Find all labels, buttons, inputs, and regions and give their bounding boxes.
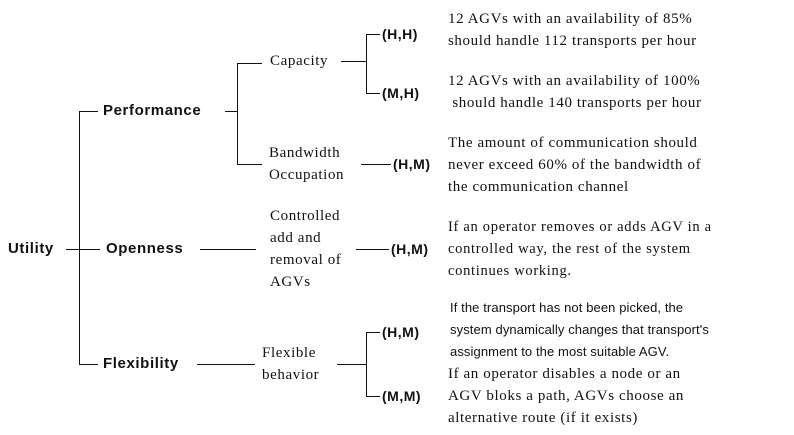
connector-line [341, 61, 366, 62]
refinement-line: removal of [270, 252, 342, 268]
scenario-line: should handle 112 transports per hour [448, 33, 697, 49]
connector-line [79, 364, 98, 365]
refinement-line: Controlled [270, 208, 341, 224]
scenario-line: alternative route (if it exists) [448, 410, 638, 426]
connector-line [200, 249, 256, 250]
root-node: Utility [8, 240, 54, 257]
scenario-text: If the transport has not been picked, th… [450, 297, 709, 363]
refinement-line: Bandwidth [269, 145, 341, 161]
priority-label: (H,H) [382, 26, 418, 42]
scenario-line: 12 AGVs with an availability of 85% [448, 11, 693, 27]
refinement-line: Occupation [269, 167, 345, 183]
connector-line [197, 364, 255, 365]
priority-label: (H,M) [393, 156, 431, 172]
refinement-line: behavior [262, 367, 320, 383]
connector-line [225, 111, 237, 112]
scenario-line: never exceed 60% of the bandwidth of [448, 157, 702, 173]
connector-line [366, 34, 367, 93]
scenario-line: The amount of communication should [448, 135, 698, 151]
priority-label: (H,M) [391, 241, 429, 257]
connector-line [361, 164, 391, 165]
connector-line [79, 111, 98, 112]
scenario-line: controlled way, the rest of the system [448, 241, 691, 257]
attribute-performance: Performance [103, 102, 202, 119]
refinement-capacity: Capacity [270, 53, 329, 69]
refinement-bandwidth: Bandwidth Occupation [269, 142, 344, 186]
connector-line [366, 332, 380, 333]
scenario-text: 12 AGVs with an availability of 85% shou… [448, 8, 697, 52]
connector-line [79, 249, 100, 250]
scenario-text: The amount of communication should never… [448, 132, 701, 198]
connector-line [237, 63, 262, 64]
priority-label: (H,M) [382, 324, 420, 340]
refinement-line: add and [270, 230, 322, 246]
scenario-text: 12 AGVs with an availability of 100% sho… [448, 70, 702, 114]
scenario-line: If the transport has not been picked, th… [450, 300, 684, 315]
scenario-text: If an operator removes or adds AGV in a … [448, 216, 712, 282]
connector-line [366, 332, 367, 396]
connector-line [237, 164, 262, 165]
refinement-line: AGVs [270, 274, 311, 290]
scenario-line: should handle 140 transports per hour [448, 95, 702, 111]
scenario-line: assignment to the most suitable AGV. [450, 344, 670, 359]
scenario-text: If an operator disables a node or an AGV… [448, 363, 684, 429]
scenario-line: 12 AGVs with an availability of 100% [448, 73, 701, 89]
scenario-line: continues working. [448, 263, 572, 279]
scenario-line: AGV bloks a path, AGVs choose an [448, 388, 684, 404]
connector-line [366, 396, 380, 397]
refinement-controlled: Controlled add and removal of AGVs [270, 205, 341, 293]
priority-label: (M,H) [382, 85, 420, 101]
scenario-line: the communication channel [448, 179, 629, 195]
connector-line [79, 111, 80, 364]
refinement-flexible: Flexible behavior [262, 342, 319, 386]
refinement-line: Flexible [262, 345, 316, 361]
connector-line [66, 249, 79, 250]
attribute-flexibility: Flexibility [103, 355, 179, 372]
scenario-line: If an operator removes or adds AGV in a [448, 219, 712, 235]
connector-line [337, 364, 366, 365]
connector-line [237, 63, 238, 164]
connector-line [366, 34, 380, 35]
connector-line [366, 93, 380, 94]
priority-label: (M,M) [382, 388, 422, 404]
attribute-openness: Openness [106, 240, 184, 257]
scenario-line: If an operator disables a node or an [448, 366, 681, 382]
scenario-line: system dynamically changes that transpor… [450, 322, 709, 337]
connector-line [356, 249, 389, 250]
